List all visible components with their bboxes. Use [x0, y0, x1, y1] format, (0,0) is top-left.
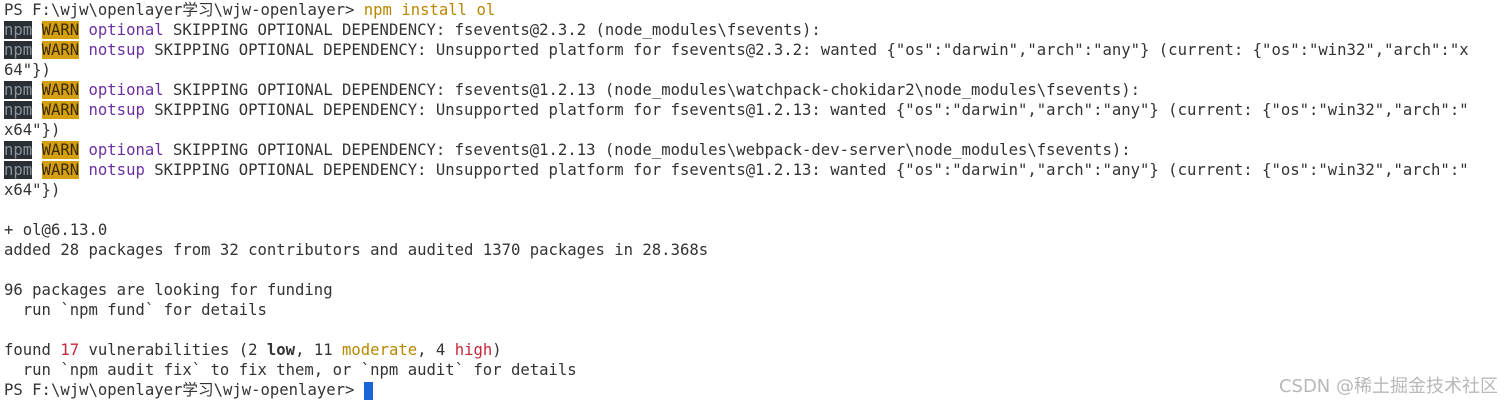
terminal-output[interactable]: PS F:\wjw\openlayer学习\wjw-openlayer> npm… [4, 0, 1504, 400]
funding-hint: run `npm fund` for details [4, 301, 267, 319]
npm-tag: npm [4, 41, 33, 59]
warn-continuation: x64"}) [4, 121, 61, 139]
warn-type: optional [88, 141, 164, 159]
blank-line [4, 200, 1504, 220]
text-cursor[interactable] [363, 381, 373, 400]
prompt-text: PS F:\wjw\openlayer学习\wjw-openlayer> [4, 1, 364, 19]
npm-tag: npm [4, 161, 33, 179]
vulnerability-summary: found 17 vulnerabilities (2 low, 11 mode… [4, 340, 1504, 360]
warn-type: notsup [88, 101, 145, 119]
warn-tag: WARN [41, 41, 80, 59]
warn-type: notsup [88, 41, 145, 59]
prompt-line-current[interactable]: PS F:\wjw\openlayer学习\wjw-openlayer> [4, 380, 1504, 400]
watermark: CSDN @稀土掘金技术社区 [1278, 376, 1498, 397]
audit-hint: run `npm audit fix` to fix them, or `npm… [4, 361, 577, 379]
warn-tag: WARN [41, 161, 80, 179]
warn-tag: WARN [41, 141, 80, 159]
warn-line: npm WARN notsup SKIPPING OPTIONAL DEPEND… [4, 100, 1504, 120]
install-summary: added 28 packages from 32 contributors a… [4, 241, 709, 259]
vuln-text: vulnerabilities (2 [79, 341, 267, 359]
warn-message: SKIPPING OPTIONAL DEPENDENCY: Unsupporte… [144, 41, 1469, 59]
vuln-text: found [4, 341, 61, 359]
vuln-count: 17 [60, 341, 80, 359]
prompt-text: PS F:\wjw\openlayer学习\wjw-openlayer> [4, 381, 364, 399]
vuln-text: , 4 [417, 341, 455, 359]
warn-line: npm WARN optional SKIPPING OPTIONAL DEPE… [4, 80, 1504, 100]
warn-tag: WARN [41, 21, 80, 39]
npm-tag: npm [4, 81, 33, 99]
vuln-text: , 11 [295, 341, 343, 359]
warn-tag: WARN [41, 101, 80, 119]
command-text: npm install ol [363, 1, 496, 19]
warn-line: npm WARN notsup SKIPPING OPTIONAL DEPEND… [4, 40, 1504, 60]
warn-continuation: x64"}) [4, 181, 61, 199]
warn-message: SKIPPING OPTIONAL DEPENDENCY: fsevents@1… [163, 141, 1131, 159]
funding-line: 96 packages are looking for funding [4, 281, 333, 299]
npm-tag: npm [4, 101, 33, 119]
blank-line [4, 260, 1504, 280]
vuln-low: low [266, 341, 296, 359]
warn-message: SKIPPING OPTIONAL DEPENDENCY: fsevents@2… [163, 21, 821, 39]
warn-type: notsup [88, 161, 145, 179]
npm-tag: npm [4, 21, 33, 39]
warn-continuation: 64"}) [4, 61, 51, 79]
prompt-line: PS F:\wjw\openlayer学习\wjw-openlayer> npm… [4, 0, 1504, 20]
warn-message: SKIPPING OPTIONAL DEPENDENCY: fsevents@1… [163, 81, 1141, 99]
npm-tag: npm [4, 141, 33, 159]
vuln-high: high [454, 341, 493, 359]
warn-message: SKIPPING OPTIONAL DEPENDENCY: Unsupporte… [144, 161, 1469, 179]
warn-line: npm WARN notsup SKIPPING OPTIONAL DEPEND… [4, 160, 1504, 180]
warn-message: SKIPPING OPTIONAL DEPENDENCY: Unsupporte… [144, 101, 1469, 119]
vuln-moderate: moderate [342, 341, 418, 359]
warn-line: npm WARN optional SKIPPING OPTIONAL DEPE… [4, 140, 1504, 160]
warn-type: optional [88, 81, 164, 99]
warn-tag: WARN [41, 81, 80, 99]
warn-type: optional [88, 21, 164, 39]
vuln-text: ) [492, 341, 502, 359]
installed-package: + ol@6.13.0 [4, 221, 108, 239]
blank-line [4, 320, 1504, 340]
warn-line: npm WARN optional SKIPPING OPTIONAL DEPE… [4, 20, 1504, 40]
